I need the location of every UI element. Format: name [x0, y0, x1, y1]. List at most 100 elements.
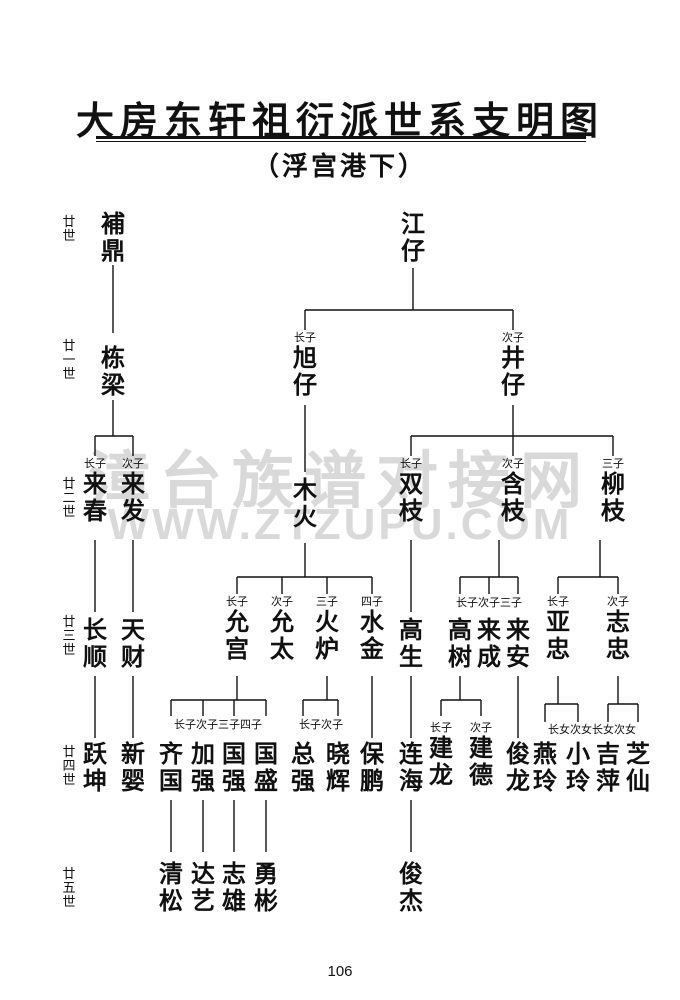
person-yun-tai: 次子 允太 — [270, 595, 294, 663]
person-name: 芝仙 — [626, 739, 650, 795]
person-name: 柳枝 — [601, 469, 625, 525]
person-dong-liang: 栋梁 — [101, 344, 125, 398]
person-name: 国盛 — [254, 739, 278, 795]
person-name: 长顺 — [83, 615, 107, 671]
person-name: 新婴 — [121, 739, 145, 795]
person-lai-chun: 长子 来春 — [83, 457, 107, 525]
person-lai-an: 来安 — [506, 616, 530, 670]
person-guo-sheng: 国盛 — [254, 740, 278, 794]
person-name: 井仔 — [501, 343, 525, 399]
person-yue-kun: 跃坤 — [83, 740, 107, 794]
person-name: 晓辉 — [326, 739, 350, 795]
person-name: 清松 — [159, 859, 183, 915]
person-yan-ling: 燕玲 — [533, 740, 557, 794]
rank-label: 长子 — [294, 331, 316, 344]
title-rule-top — [96, 136, 586, 139]
person-name: 旭仔 — [293, 343, 317, 399]
person-name: 建龙 — [429, 733, 453, 789]
person-name: 来成 — [477, 615, 501, 671]
rank-label: 次子 — [607, 595, 629, 608]
person-shuang-zhi: 长子 双枝 — [399, 457, 423, 525]
person-guo-qiang: 国强 — [222, 740, 246, 794]
rank-label-row: 长女次女长女次女 — [548, 723, 636, 736]
rank-label-row: 长子次子三子 — [456, 596, 522, 609]
person-name: 来发 — [121, 469, 145, 525]
rank-label: 次子 — [122, 457, 144, 470]
person-gao-shu: 高树 — [448, 616, 472, 670]
person-name: 江仔 — [401, 209, 425, 265]
person-jun-jie: 俊杰 — [399, 860, 423, 914]
rank-label: 长子 — [226, 595, 248, 608]
person-name: 跃坤 — [83, 739, 107, 795]
person-name: 俊龙 — [506, 739, 530, 795]
person-name: 小玲 — [566, 739, 590, 795]
person-name: 俊杰 — [399, 859, 423, 915]
person-name: 高树 — [448, 615, 472, 671]
person-jing-zai: 次子 井仔 — [501, 331, 525, 399]
rank-label: 三子 — [316, 595, 338, 608]
person-qi-guo: 齐国 — [159, 740, 183, 794]
person-bu-ding: 補鼎 — [101, 210, 125, 264]
rank-label: 长子 — [547, 595, 569, 608]
person-da-yi: 达艺 — [191, 860, 215, 914]
person-huo-lu: 三子 火炉 — [315, 595, 339, 663]
person-yong-bin: 勇彬 — [254, 860, 278, 914]
page-subtitle: （浮宫港下） — [252, 152, 427, 182]
rank-label: 四子 — [361, 595, 383, 608]
person-name: 连海 — [399, 739, 423, 795]
person-name: 保鹏 — [360, 739, 384, 795]
person-jun-long: 俊龙 — [506, 740, 530, 794]
person-jian-long: 长子 建龙 — [429, 721, 453, 789]
person-name: 含枝 — [501, 469, 525, 525]
page-number: 106 — [327, 963, 353, 980]
rank-label-row: 长子次子三子四子 — [174, 718, 262, 731]
person-name: 允宫 — [225, 607, 249, 663]
person-name: 天财 — [121, 615, 145, 671]
person-xu-zai: 长子 旭仔 — [293, 331, 317, 399]
generation-label: 廿二世 — [62, 477, 76, 520]
person-name: 来春 — [83, 469, 107, 525]
person-name: 木火 — [293, 475, 317, 531]
rank-label: 长子 — [400, 457, 422, 470]
person-chang-shun: 长顺 — [83, 616, 107, 670]
rank-label: 次子 — [502, 331, 524, 344]
rank-label: 次子 — [271, 595, 293, 608]
rank-label: 长子 — [84, 457, 106, 470]
person-lian-hai: 连海 — [399, 740, 423, 794]
person-name: 栋梁 — [101, 343, 125, 399]
person-xiao-ling: 小玲 — [566, 740, 590, 794]
generation-label: 廿一世 — [62, 339, 76, 382]
person-tian-cai: 天财 — [121, 616, 145, 670]
generation-label: 廿五世 — [62, 867, 76, 910]
person-name: 燕玲 — [533, 739, 557, 795]
title-rule-bottom — [96, 141, 586, 142]
person-lai-cheng: 来成 — [477, 616, 501, 670]
rank-label-row: 长子次子 — [299, 718, 343, 731]
person-name: 吉萍 — [596, 739, 620, 795]
person-shui-jin: 四子 水金 — [360, 595, 384, 663]
person-yun-gong: 长子 允宫 — [225, 595, 249, 663]
person-mu-huo: 木火 — [293, 476, 317, 530]
person-zhi-xian: 芝仙 — [626, 740, 650, 794]
person-name: 補鼎 — [101, 209, 125, 265]
person-name: 建德 — [469, 733, 493, 789]
person-xin-ying: 新婴 — [121, 740, 145, 794]
person-zhi-xiong: 志雄 — [222, 860, 246, 914]
person-qing-song: 清松 — [159, 860, 183, 914]
person-name: 火炉 — [315, 607, 339, 663]
person-name: 亚忠 — [546, 607, 570, 663]
person-name: 总强 — [291, 739, 315, 795]
person-name: 志忠 — [606, 607, 630, 663]
person-name: 达艺 — [191, 859, 215, 915]
rank-label: 次子 — [470, 721, 492, 734]
person-ya-zhong: 长子 亚忠 — [546, 595, 570, 663]
rank-label: 长子 — [430, 721, 452, 734]
person-name: 志雄 — [222, 859, 246, 915]
person-xiao-hui: 晓辉 — [326, 740, 350, 794]
person-jian-de: 次子 建德 — [469, 721, 493, 789]
person-name: 加强 — [191, 739, 215, 795]
person-zhi-zhong: 次子 志忠 — [606, 595, 630, 663]
person-jia-qiang: 加强 — [191, 740, 215, 794]
